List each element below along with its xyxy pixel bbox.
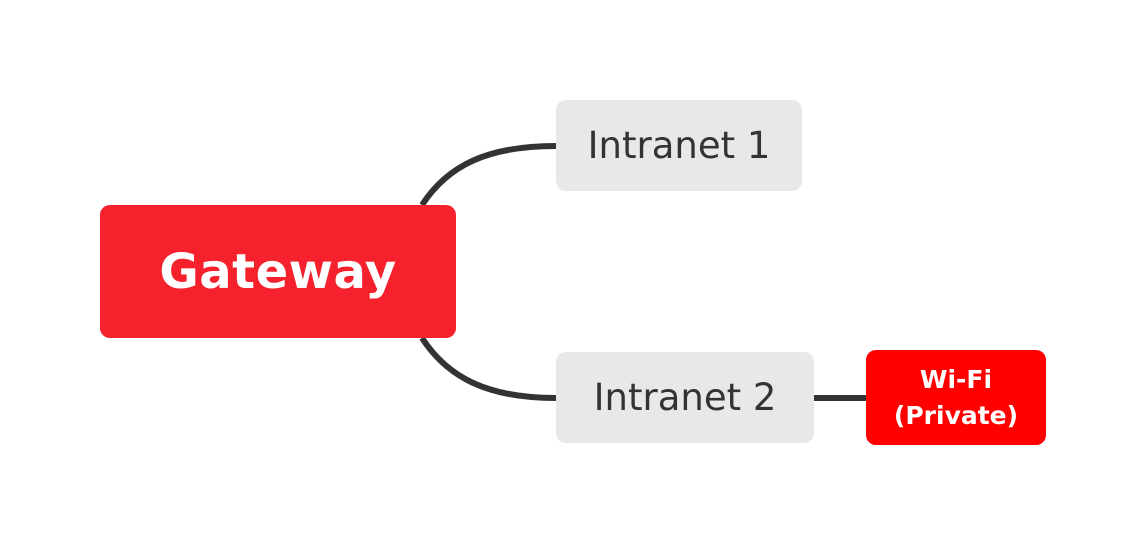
subnode-label-line-2: (Private) <box>893 400 1019 430</box>
child-node-label: Intranet 2 <box>593 376 777 419</box>
root-node-label: Gateway <box>159 243 397 300</box>
subnode-wifi-private[interactable]: Wi-Fi (Private) <box>866 350 1046 445</box>
connector-gateway-intranet-1 <box>419 143 557 207</box>
child-node-intranet-2[interactable]: Intranet 2 <box>556 352 814 443</box>
connector-gateway-intranet-2 <box>419 336 557 401</box>
root-node-gateway[interactable]: Gateway <box>100 205 456 338</box>
child-node-label: Intranet 1 <box>587 124 771 167</box>
child-node-intranet-1[interactable]: Intranet 1 <box>556 100 802 191</box>
subnode-label-line-1: Wi-Fi <box>919 364 993 394</box>
